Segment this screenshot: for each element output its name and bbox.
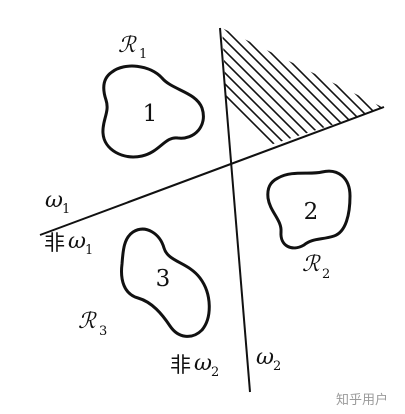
hatch-line [260, 28, 384, 158]
watermark-text: 知乎用户 [336, 392, 388, 408]
hatch-line [370, 28, 384, 158]
region-2-label: ℛ 2 [302, 252, 330, 282]
class-3-number: 3 [156, 266, 171, 292]
svg-text:ω: ω [256, 345, 274, 370]
hatch-line [271, 28, 384, 158]
svg-text:1: 1 [85, 243, 93, 258]
svg-text:2: 2 [322, 267, 330, 282]
non-omega1-label: 非 ω 1 [44, 229, 93, 258]
region-3-label: ℛ 3 [78, 309, 107, 339]
svg-text:3: 3 [99, 324, 107, 339]
omega2-label: ω 2 [256, 345, 281, 374]
svg-text:ω: ω [45, 188, 63, 213]
hatch-line [249, 28, 384, 158]
hatch-line [282, 28, 384, 158]
class-2-number: 2 [304, 199, 319, 225]
svg-text:ω: ω [194, 351, 212, 376]
hatch-line [337, 28, 384, 158]
svg-text:ℛ: ℛ [302, 252, 321, 277]
hatch-line [381, 28, 384, 158]
svg-text:ω: ω [68, 229, 86, 254]
svg-text:非: 非 [170, 353, 191, 377]
hatch-line [348, 28, 384, 158]
class-3-region-blob [120, 227, 211, 338]
svg-text:非: 非 [44, 231, 65, 255]
class-1-region-blob [101, 64, 205, 159]
region-1-label: ℛ 1 [118, 33, 147, 62]
hatch-line [393, 10, 405, 170]
svg-text:2: 2 [211, 365, 219, 380]
hatch-line [326, 28, 384, 158]
class-1-number: 1 [143, 101, 158, 127]
omega2-boundary-line [219, 27, 251, 393]
svg-text:2: 2 [273, 359, 281, 374]
svg-text:1: 1 [139, 47, 147, 62]
hatch-line [359, 28, 384, 158]
non-omega2-label: 非 ω 2 [170, 351, 219, 380]
omega1-boundary-line [39, 106, 385, 236]
svg-text:1: 1 [62, 202, 70, 217]
class-2-region-blob [266, 169, 352, 250]
hatch-line [222, 28, 301, 158]
hatch-line [293, 28, 384, 158]
svg-text:ℛ: ℛ [78, 309, 97, 334]
omega1-label: ω 1 [45, 188, 70, 217]
svg-text:ℛ: ℛ [118, 33, 137, 58]
